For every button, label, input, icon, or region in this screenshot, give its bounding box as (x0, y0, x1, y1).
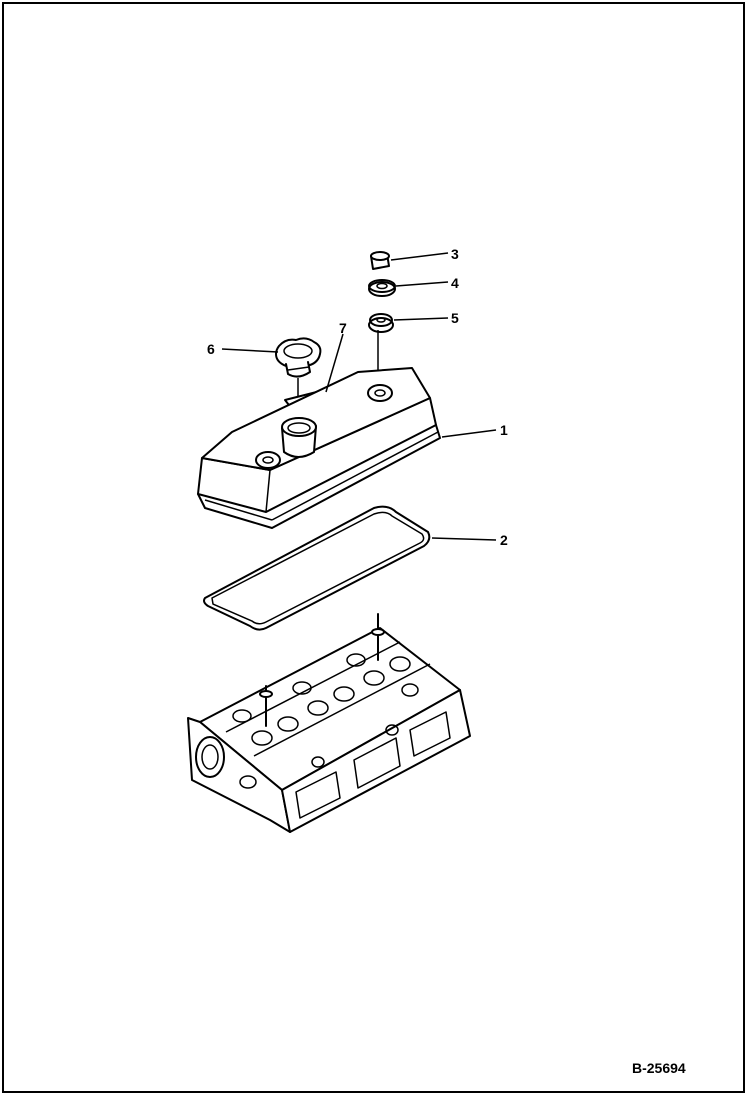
callout-4: 4 (451, 275, 459, 291)
callout-2: 2 (500, 532, 508, 548)
callout-5: 5 (451, 310, 459, 326)
part-4-washer (368, 279, 396, 297)
part-5-grommet (368, 313, 394, 333)
document-number: B-25694 (632, 1060, 686, 1076)
part-1-head-cover (197, 367, 441, 529)
callout-6: 6 (207, 341, 215, 357)
leader-lines (221, 252, 497, 541)
cylinder-head (187, 613, 471, 833)
callout-7: 7 (339, 320, 347, 336)
part-3-plug (370, 251, 390, 270)
callout-1: 1 (500, 422, 508, 438)
part-6-filler-cap (275, 337, 322, 378)
callout-3: 3 (451, 246, 459, 262)
part-2-gasket (203, 505, 431, 631)
